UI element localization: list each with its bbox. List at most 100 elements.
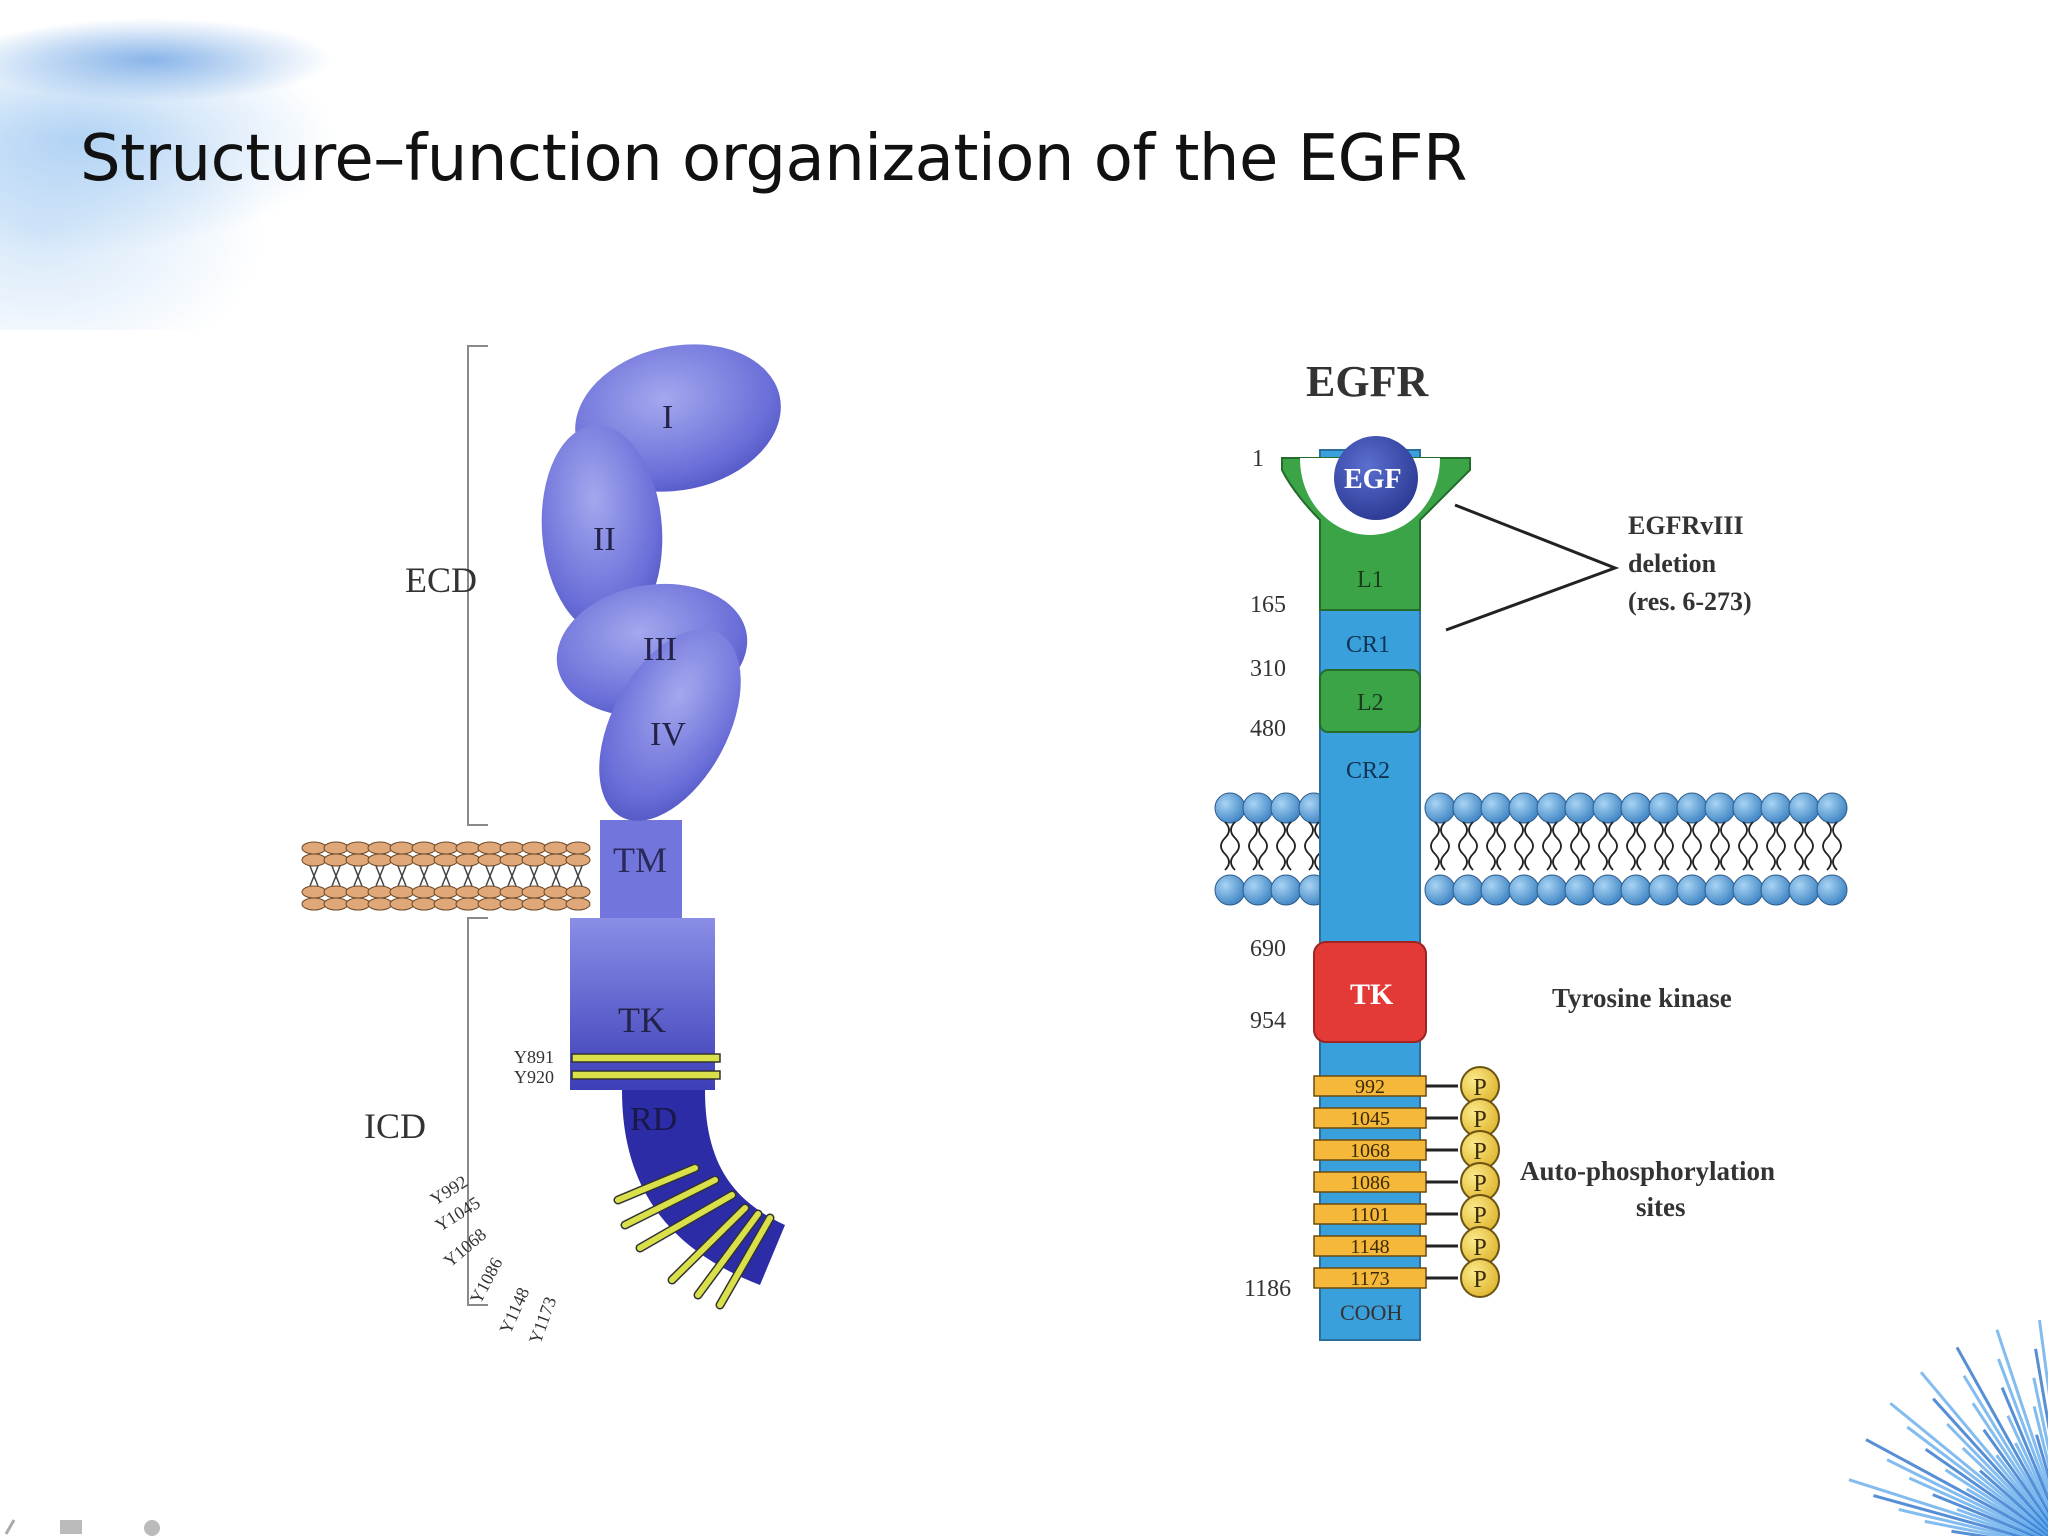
lipid-tail bbox=[1776, 821, 1786, 871]
lipid-tail bbox=[1542, 821, 1552, 871]
lipid-tail bbox=[485, 865, 495, 887]
l2-label: L2 bbox=[1357, 690, 1384, 716]
lipid-head bbox=[433, 841, 459, 855]
rd-site-bar-fill bbox=[622, 1177, 718, 1228]
lipid-head bbox=[1270, 874, 1302, 906]
autophos-note-line1: Auto-phosphorylation bbox=[1520, 1156, 1775, 1186]
lipid-tail bbox=[507, 865, 517, 887]
lipid-head bbox=[301, 897, 327, 911]
lipid-head bbox=[411, 841, 437, 855]
lipid-head bbox=[411, 885, 437, 899]
lipid-head bbox=[367, 885, 393, 899]
lipid-head bbox=[1704, 874, 1736, 906]
lipid-tail bbox=[1496, 821, 1506, 871]
phosphate-label: P bbox=[1473, 1139, 1486, 1165]
lipid-tail bbox=[309, 865, 319, 887]
egf-ligand bbox=[1334, 436, 1418, 520]
lipid-head bbox=[433, 853, 459, 867]
lipid-tail bbox=[1636, 821, 1646, 871]
site-label-y920: Y920 bbox=[514, 1067, 554, 1087]
domain-iv bbox=[599, 629, 741, 821]
lipid-head bbox=[1704, 792, 1736, 824]
lipid-head bbox=[477, 853, 503, 867]
lipid-bilayer-left bbox=[301, 841, 591, 911]
lipid-head bbox=[301, 853, 327, 867]
slide-nav-tools[interactable] bbox=[0, 1510, 200, 1536]
lipid-tail bbox=[1524, 821, 1534, 871]
lipid-head bbox=[1592, 874, 1624, 906]
lipid-tail bbox=[1276, 821, 1286, 871]
lipid-head bbox=[521, 885, 547, 899]
lipid-head bbox=[1480, 792, 1512, 824]
l2-domain bbox=[1319, 669, 1421, 733]
lipid-head bbox=[1214, 792, 1246, 824]
lipid-head bbox=[301, 885, 327, 899]
site-bar-y891 bbox=[571, 1053, 721, 1063]
ecd-label: ECD bbox=[405, 560, 477, 600]
phospho-site-label: 1068 bbox=[1350, 1140, 1390, 1162]
phosphate-label: P bbox=[1473, 1203, 1486, 1229]
lipid-head bbox=[455, 853, 481, 867]
deletion-note-line1: EGFRvIII bbox=[1628, 511, 1744, 540]
tk-domain bbox=[1313, 941, 1427, 1043]
lipid-tail bbox=[1804, 821, 1814, 871]
lipid-tail bbox=[1794, 821, 1804, 871]
lipid-head bbox=[433, 885, 459, 899]
lipid-head bbox=[565, 853, 591, 867]
residue-310: 310 bbox=[1250, 656, 1286, 682]
lipid-head bbox=[1592, 792, 1624, 824]
lipid-tail bbox=[353, 865, 363, 887]
lipid-head bbox=[1452, 874, 1484, 906]
icd-label: ICD bbox=[364, 1106, 426, 1146]
lipid-head bbox=[1760, 874, 1792, 906]
lipid-head bbox=[1452, 792, 1484, 824]
lipid-tail bbox=[1692, 821, 1702, 871]
lipid-head bbox=[1676, 874, 1708, 906]
lipid-tail bbox=[1664, 821, 1674, 871]
phosphate-label: P bbox=[1473, 1267, 1486, 1293]
lipid-head bbox=[521, 897, 547, 911]
lipid-head bbox=[345, 841, 371, 855]
lipid-head bbox=[411, 897, 437, 911]
slides-icon[interactable] bbox=[60, 1520, 82, 1534]
phosphate-label: P bbox=[1473, 1171, 1486, 1197]
lipid-head bbox=[367, 853, 393, 867]
corner-decoration-bottom-right bbox=[1848, 1319, 2048, 1536]
lipid-head bbox=[543, 841, 569, 855]
lipid-head bbox=[1480, 874, 1512, 906]
zoom-icon[interactable] bbox=[144, 1520, 160, 1536]
lipid-tail bbox=[441, 865, 451, 887]
corner-decoration-top-left bbox=[0, 0, 520, 330]
lipid-head bbox=[1648, 874, 1680, 906]
tk-label: TK bbox=[618, 1000, 666, 1040]
lipid-tail bbox=[331, 865, 341, 887]
lipid-head bbox=[565, 897, 591, 911]
lipid-tail bbox=[1738, 821, 1748, 871]
lipid-tail bbox=[463, 865, 473, 887]
domain-ii-label: II bbox=[593, 521, 616, 558]
slide-title: Structure–function organization of the E… bbox=[80, 122, 1468, 196]
lipid-tail bbox=[1430, 821, 1440, 871]
rd-site-bar-fill bbox=[695, 1211, 761, 1298]
lipid-tail bbox=[1682, 821, 1692, 871]
rd-site-label: Y1086 bbox=[466, 1254, 507, 1307]
l1-label: L1 bbox=[1357, 567, 1384, 593]
lipid-tail bbox=[1468, 821, 1478, 871]
lipid-head bbox=[433, 897, 459, 911]
lipid-head bbox=[1536, 874, 1568, 906]
pen-tool-icon[interactable] bbox=[4, 1519, 16, 1535]
lipid-head bbox=[1788, 792, 1820, 824]
lipid-head bbox=[323, 897, 349, 911]
domain-i-label: I bbox=[662, 399, 673, 436]
lipid-tail bbox=[1304, 821, 1314, 871]
lipid-head bbox=[499, 853, 525, 867]
lipid-tail bbox=[1580, 821, 1590, 871]
rd-site-label: Y1173 bbox=[525, 1294, 560, 1346]
lipid-head bbox=[345, 853, 371, 867]
residue-954: 954 bbox=[1250, 1008, 1286, 1034]
phospho-site-label: 992 bbox=[1355, 1076, 1385, 1098]
lipid-head bbox=[499, 897, 525, 911]
right-diagram-svg: EGFR EGF L1 CR1 L2 CR2 TK 1 165 310 480 … bbox=[1214, 357, 1848, 1341]
lipid-tail bbox=[1286, 821, 1296, 871]
